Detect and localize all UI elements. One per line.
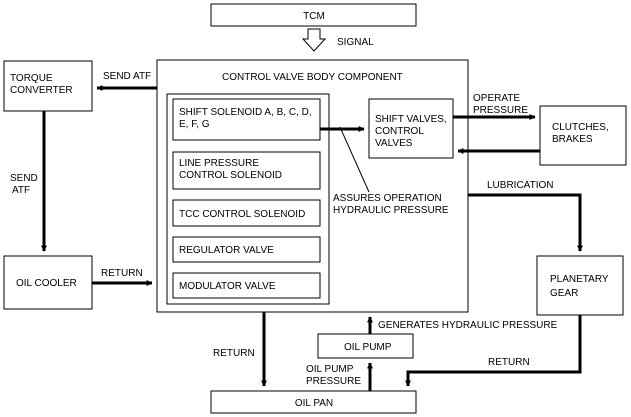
modulator-valve-label: MODULATOR VALVE (179, 281, 276, 292)
modulator-valve-box (172, 272, 321, 299)
regulator-valve-label: REGULATOR VALVE (179, 245, 274, 256)
send-atf-top-label: SEND ATF (103, 71, 151, 82)
planetary-gear-label: PLANETARY GEAR (550, 274, 611, 299)
tcc-solenoid-label: TCC CONTROL SOLENOID (179, 209, 305, 220)
clutches-brakes-label: CLUTCHES, BRAKES (552, 122, 611, 145)
operate-pressure-label: OPERATE PRESSURE (473, 93, 528, 116)
oil-pump-pressure-label: OIL PUMP PRESSURE (306, 364, 361, 387)
control-valve-body-title: CONTROL VALVE BODY COMPONENT (222, 72, 403, 83)
shift-solenoid-box (172, 98, 321, 141)
lubrication-label: LUBRICATION (487, 180, 554, 191)
signal-label: SIGNAL (337, 37, 374, 48)
oil-pan-box (210, 390, 417, 414)
send-atf-side-label: SEND ATF (10, 173, 41, 196)
shift-valves-label: SHIFT VALVES, CONTROL VALVES (375, 114, 449, 149)
tcm-label: TCM (303, 11, 325, 22)
return-left-label: RETURN (213, 348, 255, 359)
shift-valves-box (368, 98, 454, 159)
oil-pump-box (317, 333, 414, 359)
tcm-box (210, 3, 417, 27)
torque-converter-label: TORQUE CONVERTER (10, 73, 73, 96)
planetary-return-arrow (405, 315, 582, 387)
lubrication-arrow (468, 193, 583, 252)
return-right-label: RETURN (488, 357, 530, 368)
oil-pump-label: OIL PUMP (344, 342, 392, 353)
generates-label: GENERATES HYDRAULIC PRESSURE (378, 320, 558, 331)
tcc-solenoid-box (172, 199, 321, 227)
regulator-valve-box (172, 236, 321, 263)
return-cooler-label: RETURN (101, 268, 143, 279)
line-pressure-solenoid-label: LINE PRESSURE CONTROL SOLENOID (179, 158, 282, 181)
assures-label: ASSURES OPERATION HYDRAULIC PRESSURE (333, 193, 449, 216)
clutches-brakes-box (539, 105, 627, 166)
shift-solenoid-label: SHIFT SOLENOID A, B, C, D, E, F, G (179, 107, 314, 130)
torque-converter-box (3, 60, 93, 112)
planetary-gear-box (536, 255, 624, 316)
oil-cooler-box (3, 255, 93, 310)
oil-cooler-label: OIL COOLER (16, 278, 77, 289)
line-pressure-solenoid-box (172, 151, 321, 190)
signal-hollow-arrow (301, 28, 327, 52)
oil-pan-label: OIL PAN (295, 398, 333, 409)
assures-leader-line (339, 126, 370, 193)
